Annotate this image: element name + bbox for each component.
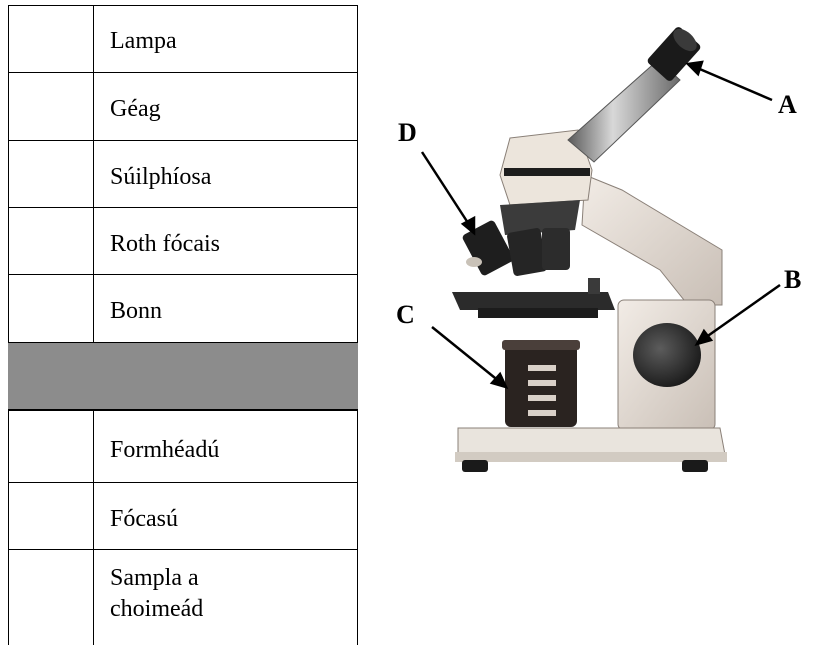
table-row: Formhéadú	[8, 410, 358, 482]
parts-table: Lampa Géag Súilphíosa Roth fócais Bonn F…	[8, 5, 358, 645]
focus-knob-shape	[633, 323, 701, 387]
table-row: Fócasú	[8, 482, 358, 549]
table-row: Lampa	[8, 5, 358, 72]
row-label: Sampla a choimeád	[110, 563, 203, 625]
label-c: C	[396, 300, 415, 330]
row-label: Lampa	[110, 26, 177, 56]
shaded-separator-row	[8, 342, 358, 410]
label-b: B	[784, 265, 801, 295]
row-label: Géag	[110, 94, 161, 124]
microscope-illustration	[360, 0, 819, 645]
label-a: A	[778, 90, 797, 120]
table-row: Roth fócais	[8, 207, 358, 274]
row-label: Roth fócais	[110, 229, 220, 259]
table-row: Géag	[8, 72, 358, 140]
row-label: Bonn	[110, 296, 162, 326]
row-label: Súilphíosa	[110, 162, 211, 192]
table-row: Súilphíosa	[8, 140, 358, 207]
microscope-diagram: A B C D	[360, 0, 819, 645]
row-label: Formhéadú	[110, 435, 219, 465]
label-d: D	[398, 118, 417, 148]
table-row: Sampla a choimeád	[8, 549, 358, 645]
table-row: Bonn	[8, 274, 358, 342]
row-label: Fócasú	[110, 504, 178, 534]
